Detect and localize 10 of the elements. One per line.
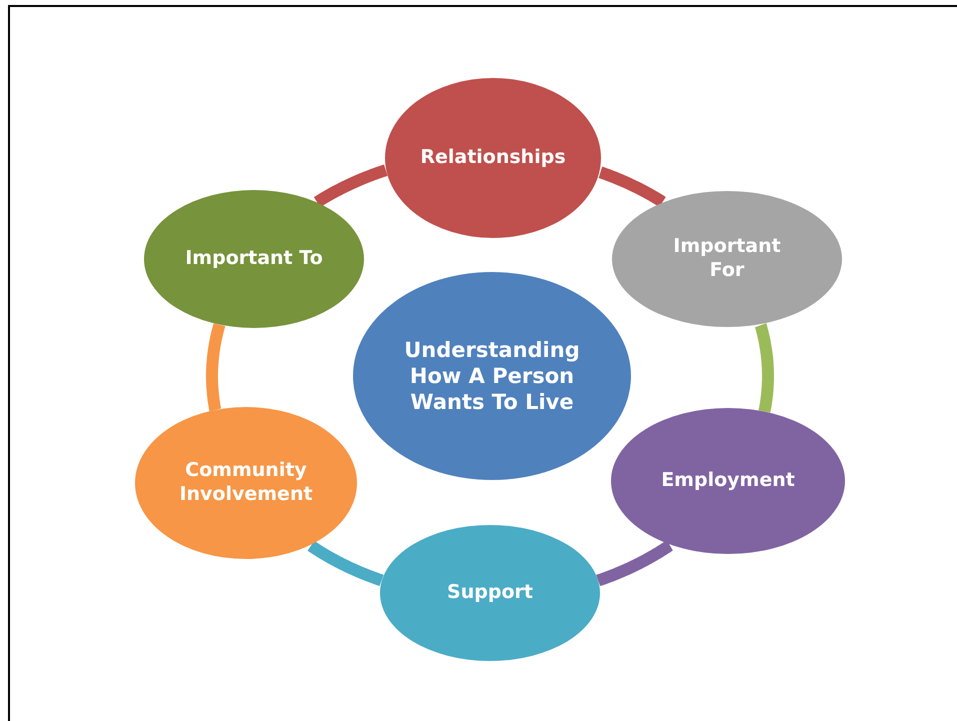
node-label: Employment: [661, 469, 795, 493]
node-label: Understanding How A Person Wants To Live: [403, 336, 581, 416]
node-label: Support: [447, 581, 533, 605]
connector-arc: [312, 164, 390, 208]
node-label: Important For: [672, 235, 782, 283]
node-label: Relationships: [420, 146, 566, 170]
connector-arc: [306, 540, 386, 586]
connector-arc: [594, 540, 675, 586]
node-label: Important To: [185, 247, 323, 271]
node-label: Community Involvement: [178, 459, 314, 507]
